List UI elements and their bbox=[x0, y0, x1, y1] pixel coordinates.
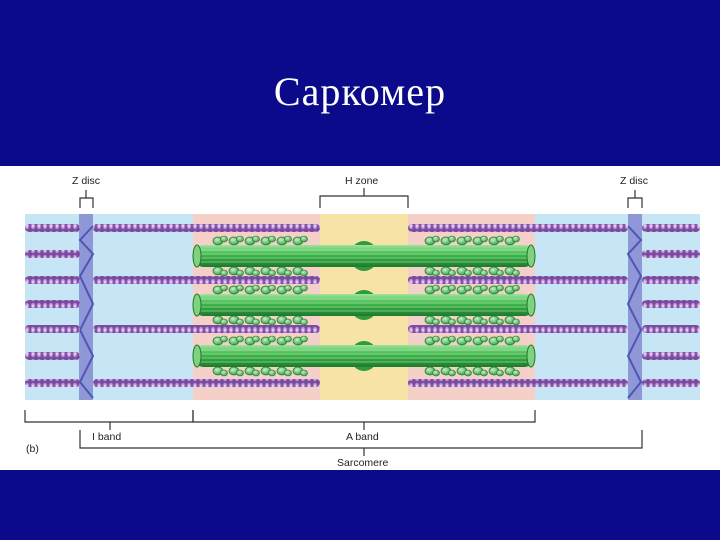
z-disc-right-connectors bbox=[626, 225, 643, 399]
thick-filament bbox=[192, 284, 536, 326]
h-zone-bracket bbox=[319, 188, 409, 208]
z-disc-left-bracket bbox=[79, 190, 94, 208]
thick-filaments bbox=[192, 235, 536, 377]
thin-filament bbox=[408, 379, 628, 387]
i-band-bracket bbox=[24, 410, 194, 430]
i-band-label: I band bbox=[92, 431, 121, 443]
thin-filament bbox=[25, 300, 80, 308]
a-band-label: A band bbox=[346, 431, 379, 443]
thin-filament bbox=[25, 379, 80, 387]
thin-filament bbox=[642, 300, 700, 308]
thin-filament bbox=[25, 276, 80, 284]
thin-filament bbox=[93, 224, 320, 232]
thin-filament bbox=[642, 352, 700, 360]
thin-filament bbox=[93, 276, 320, 284]
thin-filament bbox=[25, 224, 80, 232]
thin-filament bbox=[642, 379, 700, 387]
thin-filament bbox=[642, 224, 700, 232]
thin-filament bbox=[642, 276, 700, 284]
thin-filament bbox=[408, 276, 628, 284]
sarcomere-label: Sarcomere bbox=[337, 457, 389, 469]
thin-filament bbox=[642, 325, 700, 333]
h-zone-label: H zone bbox=[345, 175, 378, 187]
thin-filament bbox=[25, 352, 80, 360]
panel-label: (b) bbox=[26, 443, 39, 455]
thin-filament bbox=[408, 325, 628, 333]
slide-title: Саркомер bbox=[273, 69, 447, 114]
z-disc-left-connectors bbox=[78, 225, 95, 399]
z-disc-right-bracket bbox=[627, 190, 643, 208]
thin-filament bbox=[408, 224, 628, 232]
thin-filaments bbox=[25, 224, 700, 387]
a-band-bracket bbox=[192, 410, 536, 430]
sarcomere-diagram: Z disc Z disc H zone I band A band Sarco… bbox=[24, 175, 700, 469]
thick-filament bbox=[192, 335, 536, 377]
z-disc-left-label: Z disc bbox=[72, 175, 100, 187]
thin-filament bbox=[93, 325, 320, 333]
thick-filament bbox=[192, 235, 536, 277]
thin-filament bbox=[25, 325, 80, 333]
sarcomere-figure: Z disc Z disc H zone I band A band Sarco… bbox=[0, 166, 720, 470]
sarcomere-bracket bbox=[79, 430, 643, 456]
thin-filament bbox=[642, 250, 700, 258]
thin-filament bbox=[93, 379, 320, 387]
z-disc-right-label: Z disc bbox=[620, 175, 648, 187]
thin-filament bbox=[25, 250, 80, 258]
